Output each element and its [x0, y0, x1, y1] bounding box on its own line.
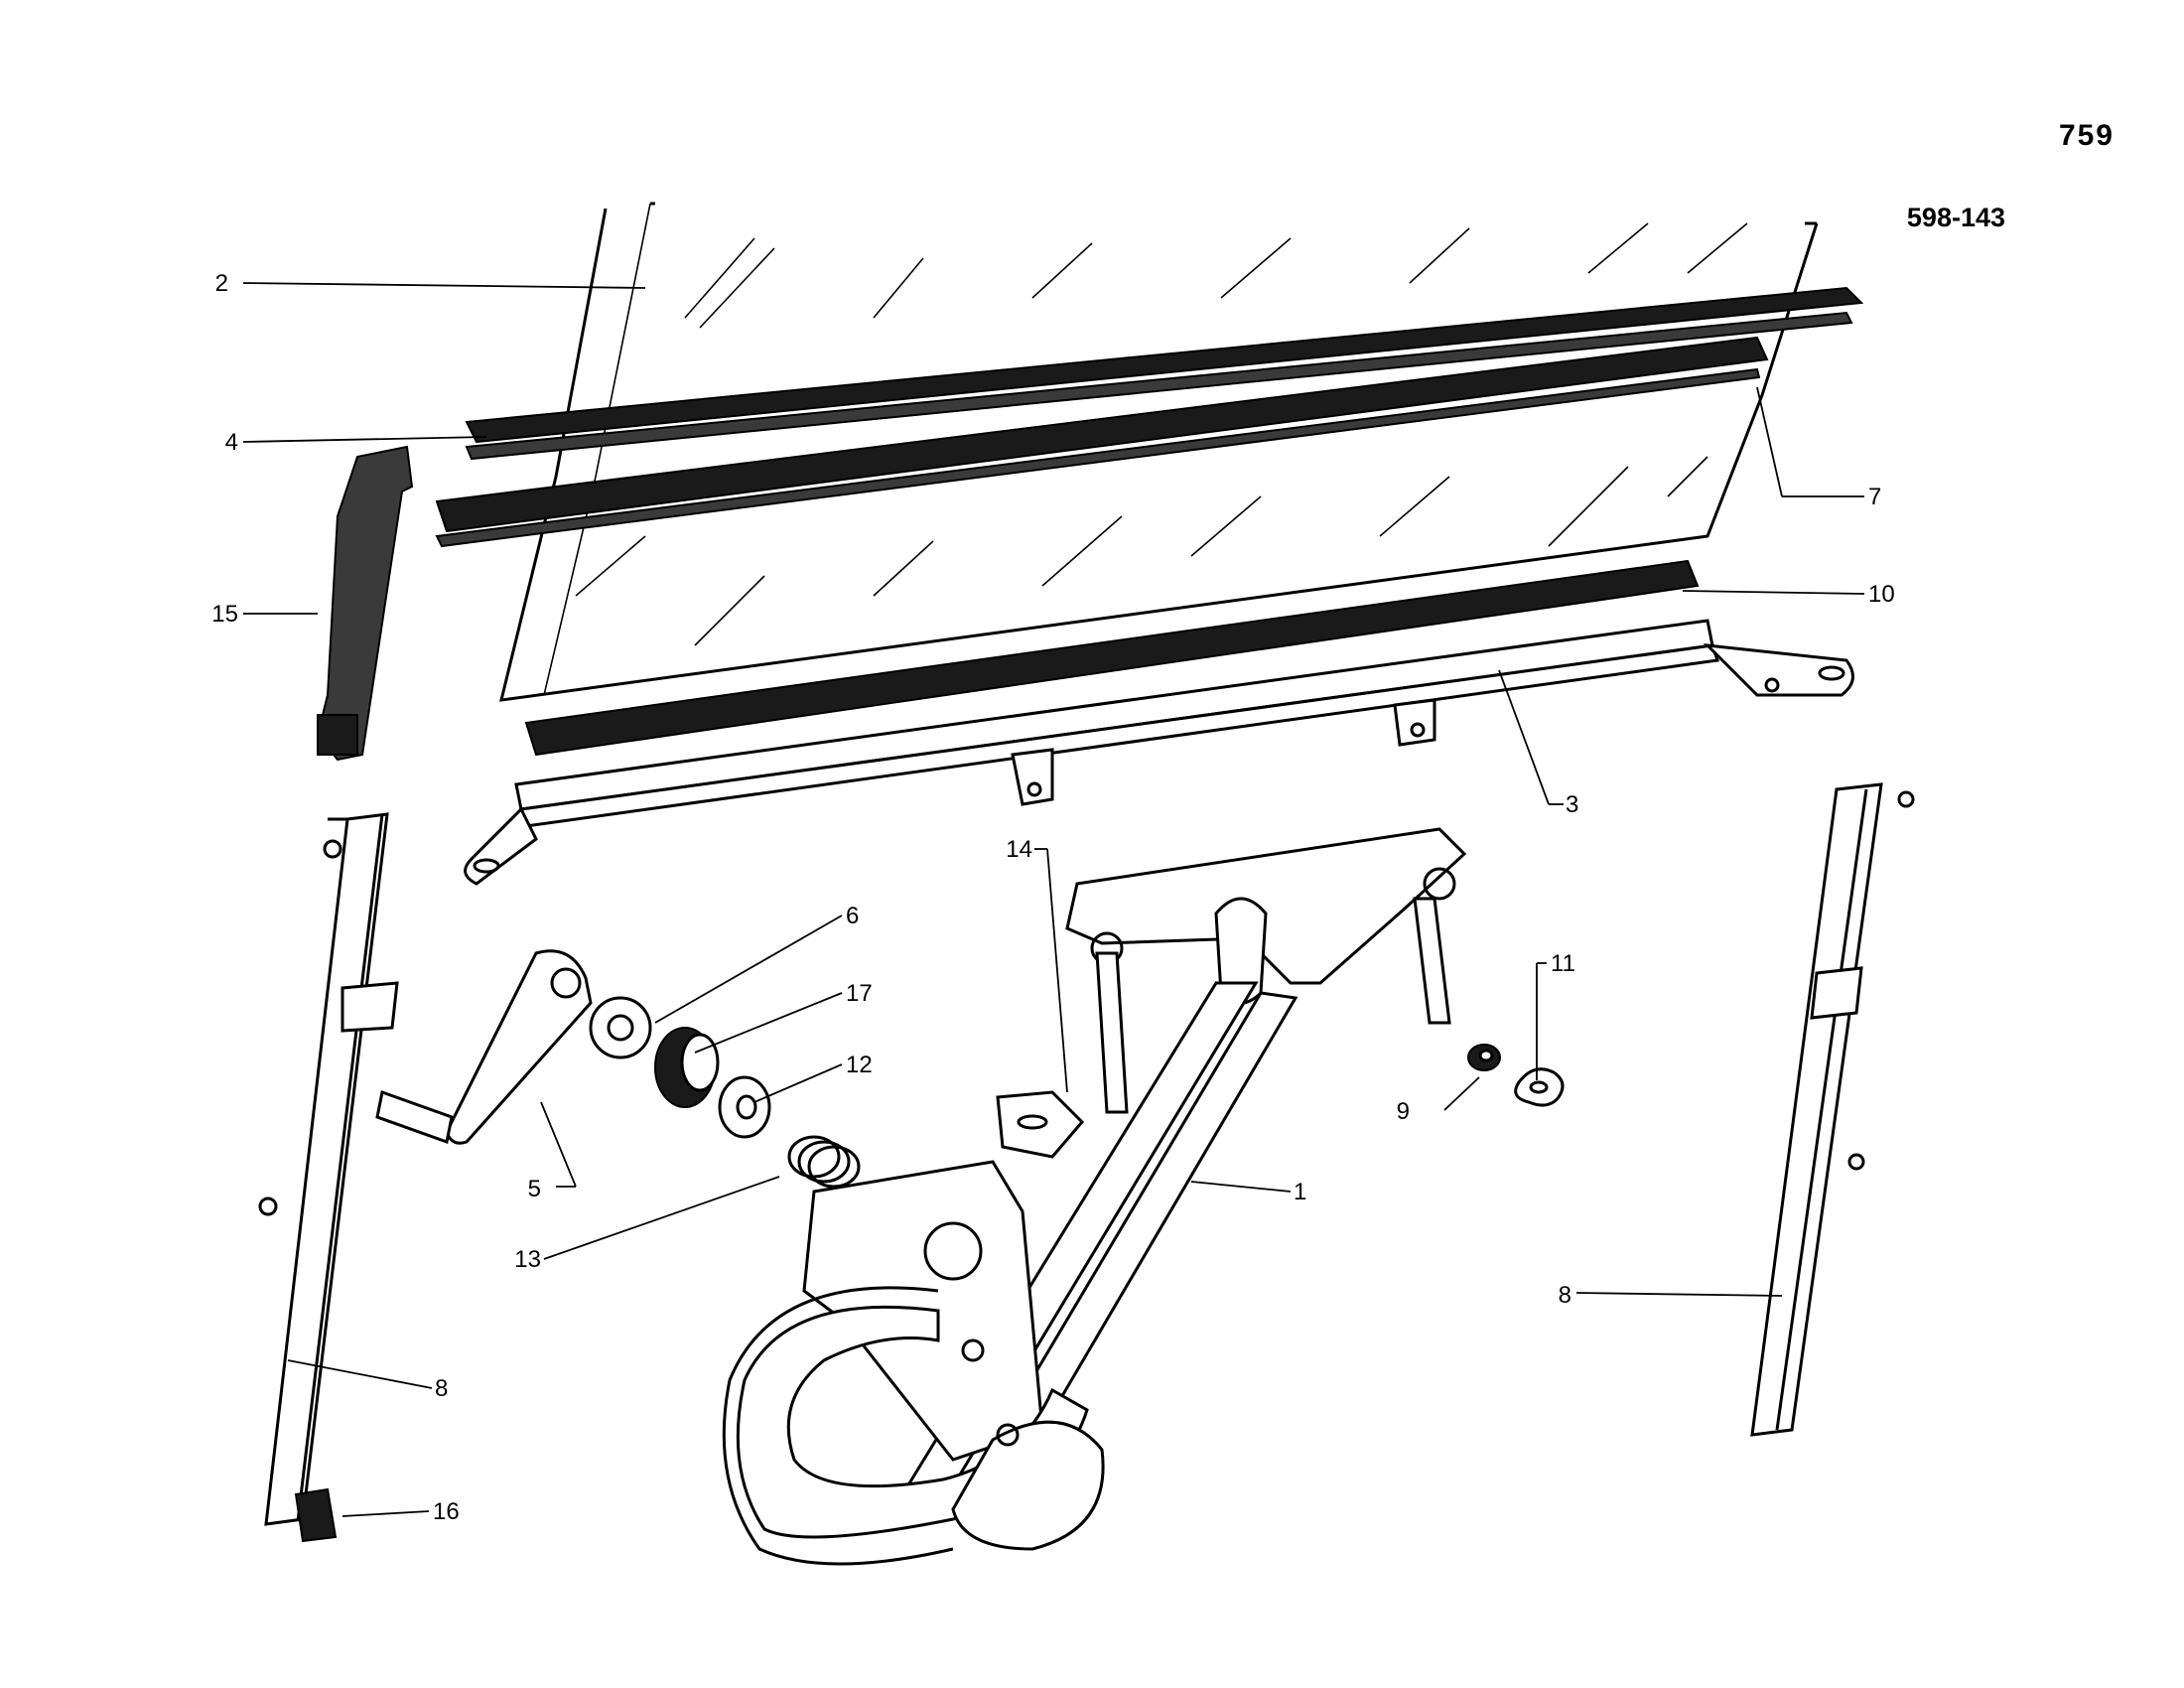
page-number: 759 — [2058, 119, 2115, 152]
part-14-bracket — [996, 1090, 1085, 1159]
part-15-guide-block — [316, 445, 414, 762]
callout-11: 11 — [1551, 950, 1575, 977]
part-4-upper-seal-strip — [465, 286, 1864, 461]
leader-lines — [242, 282, 1865, 1517]
part-13-spring — [787, 1135, 861, 1189]
part-7-outer-seal-strip — [435, 336, 1769, 548]
callout-13: 13 — [514, 1246, 541, 1273]
part-6-escutcheon — [589, 996, 652, 1059]
part-3-lower-glass-channel — [464, 619, 1854, 886]
callout-8-right: 8 — [1559, 1282, 1571, 1309]
callout-6: 6 — [846, 903, 859, 929]
callout-4: 4 — [225, 429, 238, 456]
callout-17: 17 — [846, 980, 873, 1007]
callout-7: 7 — [1868, 484, 1881, 510]
part-17-spacer-ring — [654, 1027, 720, 1108]
part-8-right-run-channel — [1750, 782, 1915, 1437]
part-9-nut — [1467, 1044, 1501, 1071]
part-16-stopper — [294, 1487, 338, 1543]
part-11-lock-washer — [1514, 1067, 1565, 1107]
callout-14: 14 — [1006, 836, 1032, 863]
part-5-crank-handle — [375, 949, 593, 1145]
callout-labels: 1 2 3 4 5 6 7 8 8 9 10 11 12 13 14 15 16… — [211, 270, 1894, 1525]
callout-5: 5 — [528, 1176, 541, 1202]
plate-reference: 598-143 — [1906, 203, 2005, 232]
callout-16: 16 — [433, 1498, 460, 1525]
part-1-regulator-mechanism — [722, 827, 1467, 1566]
part-12-washer — [718, 1075, 771, 1139]
callout-10: 10 — [1868, 581, 1895, 608]
callout-15: 15 — [211, 601, 238, 628]
callout-3: 3 — [1566, 791, 1578, 818]
callout-1: 1 — [1294, 1179, 1306, 1205]
callout-12: 12 — [846, 1052, 873, 1078]
part-8-left-run-channel — [258, 812, 399, 1526]
callout-2: 2 — [215, 270, 228, 297]
part-10-lower-channel-rubber — [524, 559, 1700, 757]
callout-8-left: 8 — [435, 1375, 448, 1402]
callout-9: 9 — [1397, 1098, 1410, 1125]
